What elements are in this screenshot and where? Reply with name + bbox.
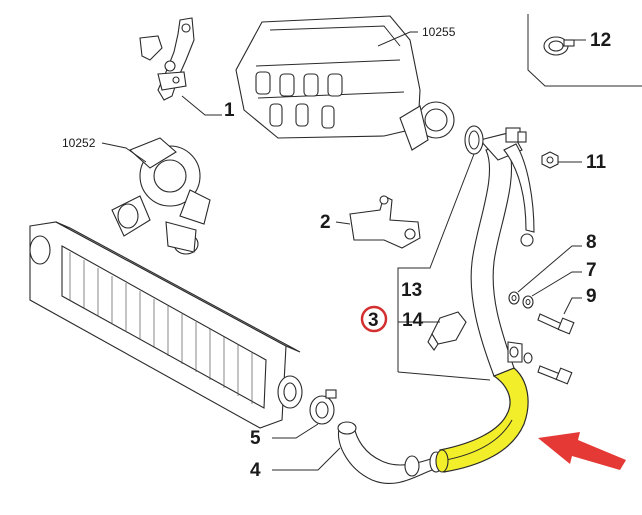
callout-14: 14	[402, 310, 424, 331]
washer-part-7[interactable]	[522, 295, 534, 309]
ref-10255: 10255	[422, 25, 456, 39]
hose-part-4[interactable]	[337, 421, 443, 485]
ref-10252: 10252	[62, 136, 96, 150]
turbocharger	[111, 137, 211, 255]
washer-lower	[509, 346, 533, 364]
intercooler-hose-part-3[interactable]	[435, 367, 529, 473]
callout-13: 13	[401, 280, 422, 301]
callout-4: 4	[250, 460, 261, 481]
hose-clamp-part-5[interactable]	[309, 389, 337, 425]
intercooler-fins	[69, 252, 253, 404]
bracket-part-2[interactable]	[349, 195, 421, 249]
hose-clamp-part-12[interactable]	[543, 36, 575, 56]
intercooler	[29, 221, 303, 429]
callout-11: 11	[586, 152, 607, 173]
nut-part-11[interactable]	[541, 151, 559, 169]
washer-part-8[interactable]	[508, 291, 520, 305]
bracket-part-1[interactable]	[139, 17, 195, 101]
charge-pipe	[470, 131, 535, 377]
bolt-lower	[537, 365, 573, 385]
callout-1: 1	[224, 100, 235, 121]
highlighted-hose[interactable]	[439, 367, 529, 473]
callout-8: 8	[586, 232, 597, 253]
o-ring-part-13[interactable]	[464, 125, 484, 155]
pipe-sensor	[505, 127, 527, 143]
intake-manifold	[235, 15, 455, 151]
red-arrow	[538, 432, 626, 470]
callout-7: 7	[586, 260, 597, 281]
callout-3: 3	[368, 310, 379, 331]
bolt-part-9[interactable]	[537, 313, 575, 335]
callout-12: 12	[590, 30, 611, 51]
callout-9: 9	[586, 286, 597, 307]
callout-5: 5	[250, 428, 261, 449]
callout-2: 2	[320, 212, 331, 233]
callout-3-highlight[interactable]: 3	[360, 305, 388, 333]
sensor-part-14[interactable]	[427, 311, 467, 351]
